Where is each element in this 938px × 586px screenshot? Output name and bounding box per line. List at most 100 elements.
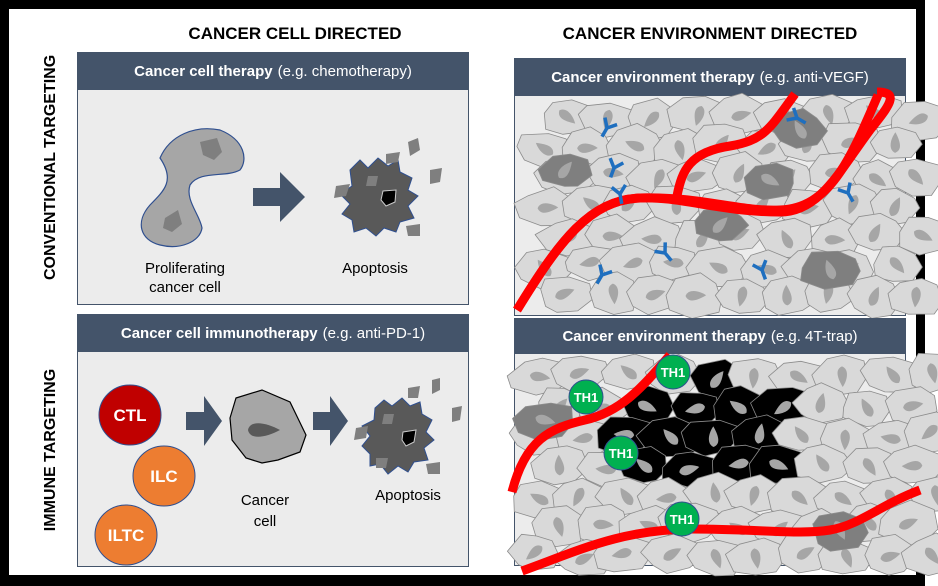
dividing-cell-icon bbox=[140, 128, 245, 248]
th1-label: TH1 bbox=[661, 365, 686, 380]
cell-nucleus bbox=[769, 459, 789, 470]
cell-nucleus bbox=[679, 465, 700, 476]
immune-cell-th1: TH1 bbox=[655, 354, 691, 390]
cell-nucleus bbox=[529, 371, 551, 382]
antibody-icon bbox=[786, 107, 807, 125]
cell-nucleus bbox=[710, 549, 722, 569]
cell-nucleus bbox=[530, 493, 549, 506]
label-apoptosis: Apoptosis bbox=[342, 260, 408, 277]
panel-title-bold: Cancer cell immunotherapy bbox=[120, 324, 318, 342]
cell-nucleus bbox=[749, 486, 760, 506]
cell-nucleus bbox=[663, 548, 682, 561]
cell-nucleus bbox=[924, 547, 938, 565]
cell-nucleus bbox=[645, 289, 666, 301]
cell-nucleus bbox=[654, 169, 665, 189]
immune-cell-iltc: ILTC bbox=[94, 504, 158, 566]
cell-nucleus bbox=[898, 518, 918, 530]
cell-nucleus bbox=[579, 256, 600, 267]
cell-nucleus bbox=[889, 197, 901, 216]
cell-nucleus bbox=[575, 553, 594, 565]
immune-cell-th1: TH1 bbox=[568, 379, 604, 415]
blood-vessel-icon bbox=[507, 352, 674, 494]
cell-nucleus bbox=[886, 366, 901, 384]
antibody-icon bbox=[608, 157, 625, 178]
arrow-right-icon bbox=[186, 396, 222, 446]
cell-nucleus bbox=[868, 286, 879, 306]
cell-nucleus bbox=[790, 370, 808, 383]
cell-nucleus bbox=[781, 229, 794, 249]
immune-cell-th1: TH1 bbox=[603, 435, 639, 471]
tissue-cell bbox=[900, 532, 938, 576]
panel-title-example: (e.g. anti-VEGF) bbox=[759, 68, 869, 86]
ctl-label: CTL bbox=[113, 406, 146, 425]
panel-title-bold: Cancer environment therapy bbox=[562, 327, 766, 345]
blood-vessel-icon bbox=[520, 485, 922, 576]
cell-nucleus bbox=[602, 231, 624, 242]
immune-cell-ctl: CTL bbox=[98, 384, 162, 446]
cell-nucleus bbox=[796, 547, 815, 560]
cell-nucleus bbox=[622, 257, 643, 269]
cell-nucleus bbox=[890, 132, 900, 153]
cell-nucleus bbox=[862, 458, 876, 476]
th1-label: TH1 bbox=[609, 446, 634, 461]
cell-nucleus bbox=[815, 392, 826, 413]
th1-label: TH1 bbox=[670, 512, 695, 527]
panel-title: Cancer environment therapy (e.g. anti-VE… bbox=[514, 58, 906, 96]
cell-nucleus bbox=[794, 120, 807, 139]
cell-nucleus bbox=[708, 426, 719, 447]
panel-title-example: (e.g. anti-PD-1) bbox=[322, 324, 426, 342]
column-header-cancer-cell: CANCER CELL DIRECTED bbox=[188, 24, 402, 43]
cell-nucleus bbox=[927, 363, 938, 384]
cell-nucleus bbox=[757, 142, 776, 155]
cell-nucleus bbox=[712, 217, 728, 233]
antibody-icon bbox=[837, 182, 855, 203]
cell-nucleus bbox=[816, 454, 830, 472]
cell-nucleus bbox=[825, 259, 837, 280]
antibody-icon bbox=[610, 183, 628, 205]
blood-vessel-icon bbox=[513, 93, 883, 313]
cell-nucleus bbox=[903, 401, 924, 412]
panel-title: Cancer cell therapy (e.g. chemotherapy) bbox=[77, 52, 469, 90]
cell-nucleus bbox=[694, 105, 705, 126]
cell-nucleus bbox=[931, 485, 938, 506]
cell-nucleus bbox=[754, 423, 765, 444]
cell-nucleus bbox=[685, 291, 707, 301]
cell-nucleus bbox=[737, 286, 748, 307]
cell-nucleus bbox=[837, 366, 847, 388]
cell-nucleus bbox=[914, 229, 933, 241]
cell-nucleus bbox=[656, 493, 677, 503]
cell-nucleus bbox=[663, 429, 679, 445]
cell-nucleus bbox=[686, 171, 707, 183]
cell-nucleus bbox=[573, 487, 585, 507]
cell-nucleus bbox=[841, 548, 853, 568]
cell-nucleus bbox=[572, 433, 593, 443]
cell-nucleus bbox=[710, 371, 724, 388]
panel-title-example: (e.g. chemotherapy) bbox=[277, 62, 412, 80]
cell-nucleus bbox=[620, 365, 637, 380]
column-header-cancer-environment: CANCER ENVIRONMENT DIRECTED bbox=[562, 24, 858, 43]
arrow-right-icon bbox=[253, 172, 305, 222]
apoptotic-cell-icon bbox=[334, 138, 442, 237]
cell-nucleus bbox=[537, 203, 559, 213]
cell-nucleus bbox=[525, 545, 543, 560]
cell-nucleus bbox=[889, 257, 905, 274]
cell-nucleus bbox=[608, 283, 619, 305]
cancer-cell-icon bbox=[229, 389, 307, 464]
antibody-icon bbox=[600, 117, 618, 138]
antibody-icon bbox=[751, 259, 768, 280]
cell-nucleus bbox=[553, 517, 564, 537]
cell-nucleus bbox=[710, 482, 721, 503]
cell-nucleus bbox=[638, 400, 657, 412]
cell-nucleus bbox=[636, 458, 653, 473]
cell-nucleus bbox=[749, 367, 759, 389]
cell-nucleus bbox=[577, 143, 598, 153]
cell-nucleus bbox=[535, 414, 556, 425]
label-apoptosis: Apoptosis bbox=[375, 487, 441, 504]
cell-nucleus bbox=[625, 140, 645, 152]
cell-nucleus bbox=[840, 429, 850, 451]
